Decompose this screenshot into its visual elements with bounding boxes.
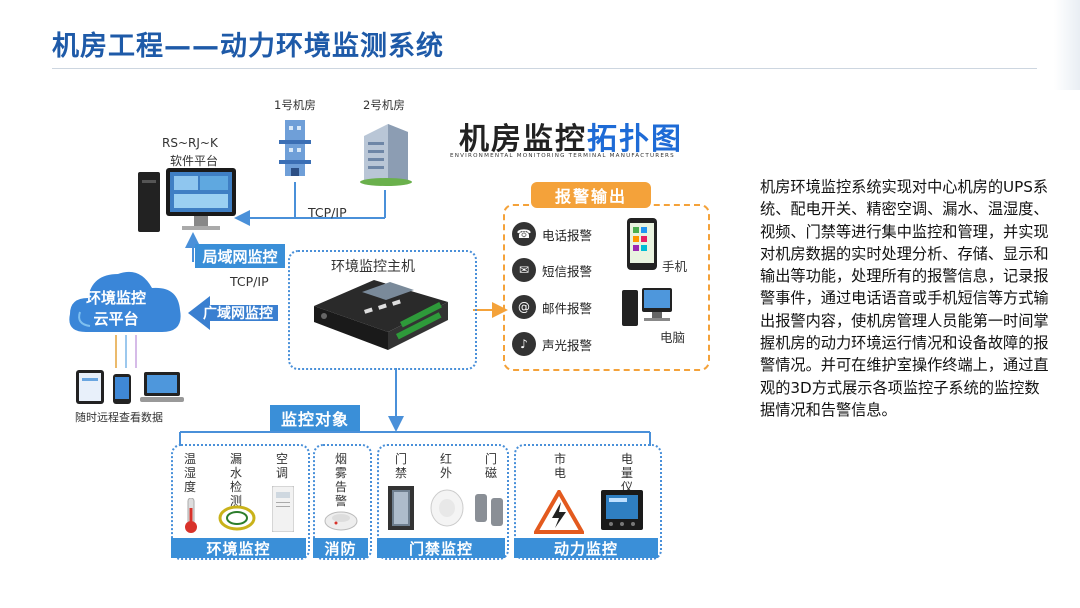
door-icon [388, 486, 414, 530]
access-item-door-magnet: 门磁 [484, 452, 497, 480]
alarm-label-sms: 短信报警 [542, 263, 593, 279]
lan-monitor-tag: 局域网监控 [195, 244, 285, 268]
wan-monitor-tag: 广域网监控 [203, 306, 273, 322]
alarm-item-phone-call: ☎ 电话报警 [512, 222, 592, 246]
topology-subtitle: ENVIRONMENTAL MONITORING TERMINAL MANUFA… [450, 153, 675, 159]
alarm-item-sms: ✉ 短信报警 [512, 258, 592, 282]
topology-title-main: 机房监控 [459, 122, 587, 157]
access-group-box [377, 444, 509, 560]
thermometer-icon [185, 498, 197, 533]
group-tag-environment: 环境监控 [171, 538, 306, 558]
corner-decoration [1054, 0, 1080, 90]
group-tag-fire: 消防 [313, 538, 368, 558]
cloud-icon [69, 271, 181, 332]
cloud-label-line1: 环境监控 [86, 289, 147, 307]
description-text: 机房环境监控系统实现对中心机房的UPS系统、配电开关、精密空调、漏水、温湿度、视… [760, 178, 1049, 419]
room-2-label: 2号机房 [363, 98, 405, 112]
alarm-output-tag: 报警输出 [531, 182, 651, 208]
tcpip-mid-label: TCP/IP [230, 274, 269, 289]
access-item-infrared: 红外 [439, 452, 452, 480]
alarm-item-email: @ 邮件报警 [512, 295, 592, 319]
room-1-label: 1号机房 [274, 98, 316, 112]
mobile-phone-icon [627, 218, 657, 270]
computer-label: 电脑 [660, 330, 686, 345]
tcpip-top-label: TCP/IP [308, 205, 347, 220]
high-voltage-warning-icon [534, 490, 584, 534]
alarm-output-box [503, 204, 710, 371]
monitoring-host-device-icon [314, 280, 448, 350]
power-meter-icon [601, 490, 643, 530]
desktop-computer-icon [138, 168, 236, 232]
computer-icon [622, 288, 672, 326]
alarm-label-phone-call: 电话报警 [542, 227, 593, 243]
alarm-label-sound-light: 声光报警 [542, 337, 593, 353]
software-platform-line2: 软件平台 [170, 154, 219, 168]
building-1-icon [279, 120, 311, 176]
monitoring-host-box [288, 250, 477, 370]
power-item-power-meter: 电量仪 [620, 452, 633, 494]
env-item-temp-humidity: 温湿度 [183, 452, 196, 494]
group-tag-access: 门禁监控 [377, 538, 505, 558]
group-tag-power: 动力监控 [514, 538, 658, 558]
phone-label: 手机 [662, 259, 688, 274]
env-item-air-conditioner: 空调 [275, 452, 288, 480]
env-group-box [171, 444, 310, 560]
cloud-label-line2: 云平台 [93, 310, 139, 328]
tablet-icon [76, 370, 104, 404]
wan-arrow-icon [188, 296, 278, 330]
smartphone-icon [113, 374, 131, 404]
alarm-item-sound-light: ♪ 声光报警 [512, 332, 592, 356]
page-title: 机房工程——动力环境监测系统 [52, 31, 444, 62]
software-platform-line1: RS~RJ~K [162, 136, 218, 150]
topology-title-highlight: 拓扑图 [587, 122, 683, 157]
smoke-detector-icon [324, 511, 358, 531]
cloud-platform-label: 环境监控 云平台 [86, 288, 146, 330]
telephone-icon: ☎ [512, 222, 536, 246]
power-item-mains: 市电 [553, 452, 566, 480]
building-2-icon [360, 124, 412, 186]
door-magnet-icon [475, 494, 503, 526]
leak-sensor-icon [218, 505, 256, 531]
env-item-water-leak: 漏水检测 [229, 452, 242, 508]
alarm-label-email: 邮件报警 [542, 300, 593, 316]
mail-icon: @ [512, 295, 536, 319]
infrared-sensor-icon [430, 489, 464, 527]
topology-title: 机房监控拓扑图 [459, 114, 683, 158]
message-icon: ✉ [512, 258, 536, 282]
monitor-objects-tag: 监控对象 [270, 405, 360, 431]
laptop-icon [140, 372, 184, 402]
remote-view-label: 随时远程查看数据 [75, 411, 163, 424]
power-group-box [514, 444, 662, 560]
title-divider [52, 68, 1037, 69]
fire-group-box [313, 444, 372, 560]
bell-icon: ♪ [512, 332, 536, 356]
air-conditioner-icon [272, 486, 294, 532]
access-item-door: 门禁 [394, 452, 407, 480]
host-label: 环境监控主机 [331, 259, 415, 275]
fire-item-smoke-alarm: 烟雾告警 [334, 452, 347, 508]
